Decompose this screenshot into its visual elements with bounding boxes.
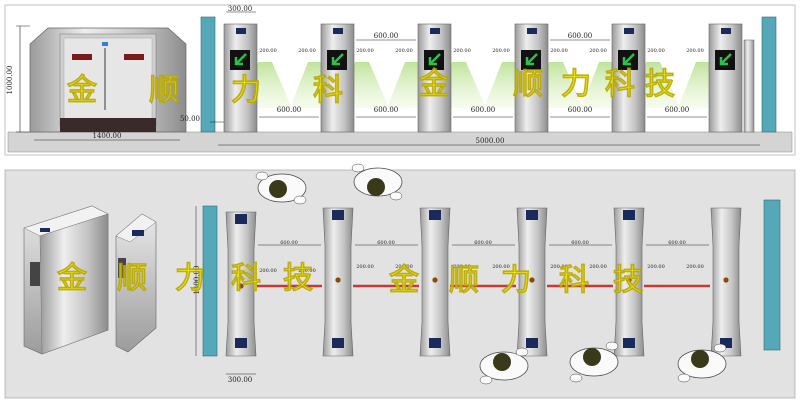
wing-label: 200.00 bbox=[686, 48, 704, 54]
pillar-2 bbox=[320, 23, 355, 133]
plan-wing-label: 200.00 bbox=[492, 264, 510, 270]
green-arrow-icon bbox=[719, 53, 732, 66]
wing-label: 200.00 bbox=[589, 48, 607, 54]
plan-wing-label: 200.00 bbox=[589, 264, 607, 270]
plan-lane-label-1: 600.00 bbox=[280, 240, 298, 246]
watermark-char: 金 bbox=[388, 263, 420, 298]
plan-pillar-1 bbox=[225, 211, 257, 357]
front-cabinet bbox=[29, 27, 187, 133]
plan-pillar-4 bbox=[516, 207, 548, 357]
green-arrow-icon bbox=[622, 53, 635, 66]
plan-pillar-width-label: 300.00 bbox=[228, 376, 253, 384]
plan-pillar-3 bbox=[419, 207, 451, 357]
right-indicator-light bbox=[124, 54, 144, 60]
wing-label: 200.00 bbox=[356, 48, 374, 54]
floor-strip bbox=[7, 131, 793, 153]
pillar-row-elevation bbox=[223, 23, 755, 133]
glass-wall-left-plan bbox=[202, 205, 218, 357]
watermark-top: 金 顺 力 科 金 顺 力 科 技 bbox=[66, 67, 676, 109]
wing-label: 200.00 bbox=[492, 48, 510, 54]
wing-label: 200.00 bbox=[550, 48, 568, 54]
plan-lane-label-3: 600.00 bbox=[474, 240, 492, 246]
height-label: 1000.00 bbox=[6, 66, 14, 95]
plan-wing-label: 200.00 bbox=[259, 268, 277, 274]
wing-label: 200.00 bbox=[453, 48, 471, 54]
plan-lane-label-4: 600.00 bbox=[571, 240, 589, 246]
plan-wing-label: 200.00 bbox=[453, 264, 471, 270]
plan-pillar-2 bbox=[322, 207, 354, 357]
plan-wing-label: 200.00 bbox=[686, 264, 704, 270]
watermark-bottom: 金 顺 力 科 技 金 顺 力 科 技 bbox=[56, 261, 644, 299]
watermark-char: 科 bbox=[231, 261, 261, 296]
person-top-view bbox=[255, 171, 307, 205]
lane-label-4: 600.00 bbox=[568, 106, 593, 114]
lane-label-3: 600.00 bbox=[471, 106, 496, 114]
plan-lane-label-5: 600.00 bbox=[668, 240, 686, 246]
green-arrow-icon bbox=[331, 53, 344, 66]
person-top-view bbox=[479, 347, 529, 385]
glass-wall-right bbox=[761, 16, 777, 133]
perspective-turnstiles bbox=[23, 205, 157, 355]
watermark-char: 技 bbox=[613, 263, 643, 298]
plan-lane-label-2: 600.00 bbox=[377, 240, 395, 246]
person-top-view bbox=[569, 341, 619, 383]
watermark-char: 技 bbox=[645, 67, 675, 102]
green-arrow-icon bbox=[234, 53, 247, 66]
cabinet-width-label: 1400.00 bbox=[93, 132, 122, 140]
plan-pillar-6 bbox=[710, 207, 742, 357]
wing-label: 200.00 bbox=[259, 48, 277, 54]
watermark-char: 力 bbox=[231, 73, 261, 108]
glass-wall-right-plan bbox=[763, 199, 781, 351]
wing-label: 200.00 bbox=[395, 48, 413, 54]
watermark-char: 顺 bbox=[149, 73, 179, 108]
wing-label: 200.00 bbox=[298, 48, 316, 54]
watermark-char: 科 bbox=[313, 73, 343, 108]
green-arrow-icon bbox=[428, 53, 441, 66]
pillar-row-plan bbox=[225, 207, 742, 357]
watermark-char: 顺 bbox=[449, 263, 479, 298]
pillar-1 bbox=[223, 23, 258, 133]
lane-label-5: 600.00 bbox=[665, 106, 690, 114]
lane-gap-label-1: 600.00 bbox=[374, 32, 399, 40]
watermark-char: 技 bbox=[283, 261, 313, 296]
watermark-char: 顺 bbox=[117, 261, 147, 296]
plan-wing-label: 200.00 bbox=[647, 264, 665, 270]
wall-offset-label: 50.00 bbox=[180, 115, 200, 123]
lane-gap-label-2: 600.00 bbox=[568, 32, 593, 40]
watermark-char: 金 bbox=[418, 67, 450, 102]
lane-label-2: 600.00 bbox=[374, 106, 399, 114]
plan-pillar-5 bbox=[613, 207, 645, 357]
watermark-char: 力 bbox=[501, 263, 531, 298]
plan-height-label: 1400.00 bbox=[193, 266, 201, 295]
watermark-char: 科 bbox=[605, 67, 635, 102]
watermark-char: 金 bbox=[66, 73, 98, 108]
watermark-char: 金 bbox=[56, 261, 88, 296]
pillar-width-label: 300.00 bbox=[228, 5, 253, 13]
plan-wing-label: 200.00 bbox=[298, 268, 316, 274]
glass-wall-left bbox=[200, 16, 216, 133]
green-arrow-icon bbox=[525, 53, 538, 66]
total-length-label: 5000.00 bbox=[476, 137, 505, 145]
wing-label: 200.00 bbox=[647, 48, 665, 54]
person-top-view bbox=[351, 163, 403, 201]
pillar-5 bbox=[611, 23, 646, 133]
plan-wing-label: 200.00 bbox=[395, 264, 413, 270]
pillar-7-partial bbox=[743, 39, 755, 133]
plan-wing-label: 200.00 bbox=[356, 264, 374, 270]
plan-view: 1400.00 bbox=[4, 163, 796, 399]
watermark-char: 力 bbox=[561, 67, 591, 102]
pillar-6 bbox=[708, 23, 743, 133]
person-top-view bbox=[677, 343, 727, 383]
lane-label-1: 600.00 bbox=[277, 106, 302, 114]
watermark-char: 顺 bbox=[513, 67, 543, 102]
front-elevation-view: 1000.00 1400.00 50.00 300.00 bbox=[4, 4, 796, 156]
pillar-4 bbox=[514, 23, 549, 133]
watermark-char: 科 bbox=[559, 263, 589, 298]
left-indicator-light bbox=[72, 54, 92, 60]
pillar-3 bbox=[417, 23, 452, 133]
watermark-char: 力 bbox=[175, 261, 205, 296]
plan-wing-label: 200.00 bbox=[550, 264, 568, 270]
